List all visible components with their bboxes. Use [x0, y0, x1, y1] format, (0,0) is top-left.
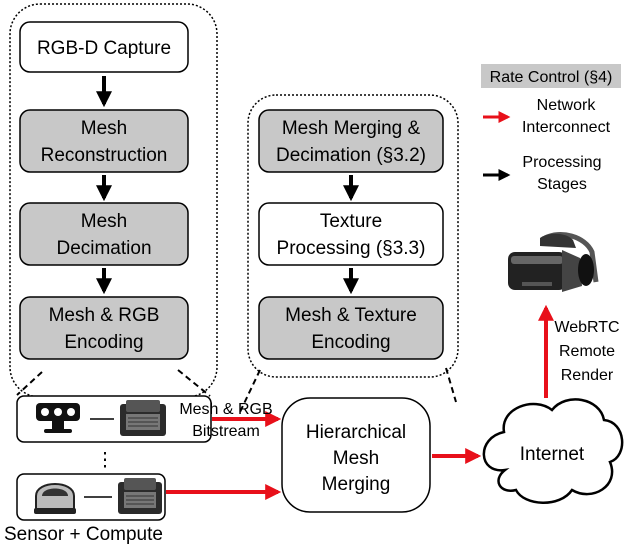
- webrtc-label: Render: [561, 367, 614, 384]
- stage-label: Reconstruction: [41, 145, 168, 166]
- stage-mesh-merging-decimation: Mesh Merging & Decimation (§3.2): [258, 109, 444, 173]
- stage-label: Texture: [320, 211, 382, 232]
- legend-processing-label: Processing: [522, 154, 601, 171]
- stage-label: Mesh Merging &: [282, 118, 421, 139]
- merging-label: Merging: [322, 474, 391, 495]
- stage-label: Encoding: [64, 332, 143, 353]
- vr-headset-icon: [508, 232, 599, 292]
- legend-network-label: Network: [537, 97, 597, 114]
- sensor-box-lidar: [16, 473, 166, 521]
- stage-mesh-texture-encoding: Mesh & Texture Encoding: [258, 296, 444, 360]
- stage-mesh-decimation: Mesh Decimation: [19, 202, 189, 266]
- compute-board-icon: [118, 478, 162, 514]
- stage-label: Decimation: [56, 238, 151, 259]
- stage-label: Processing (§3.3): [277, 238, 426, 259]
- internet-cloud: Internet: [482, 398, 624, 504]
- zoom-line: [445, 367, 457, 403]
- stage-label: Mesh: [81, 118, 127, 139]
- stage-label: Mesh & Texture: [285, 305, 417, 326]
- lidar-sensor-icon: [34, 483, 76, 514]
- stage-mesh-reconstruction: Mesh Reconstruction: [19, 109, 189, 173]
- stage-label: Mesh: [81, 211, 127, 232]
- merging-label: Mesh: [333, 448, 379, 469]
- zoom-line: [16, 371, 43, 396]
- bitstream-label: Mesh & RGB: [179, 401, 272, 418]
- stage-mesh-rgb-encoding: Mesh & RGB Encoding: [19, 296, 189, 360]
- zoom-line: [239, 369, 261, 413]
- legend-processing-label: Stages: [537, 176, 587, 193]
- legend-rate-control-label: Rate Control (§4): [490, 69, 613, 86]
- compute-board-icon: [120, 400, 166, 436]
- middle-pipeline-container: [247, 94, 459, 378]
- stage-label: Encoding: [311, 332, 390, 353]
- merging-label: Hierarchical: [306, 422, 406, 443]
- legend-rate-control-swatch: [481, 64, 621, 88]
- internet-label: Internet: [520, 444, 585, 465]
- rgbd-camera-icon: [36, 403, 80, 433]
- stage-label: Mesh & RGB: [49, 305, 160, 326]
- sensor-box-rgbd: [16, 395, 212, 443]
- webrtc-label: WebRTC: [554, 319, 619, 336]
- sensor-compute-caption: Sensor + Compute: [4, 524, 163, 545]
- stage-texture-processing: Texture Processing (§3.3): [258, 202, 444, 266]
- bitstream-label: Bitstream: [192, 423, 260, 440]
- stage-label: Decimation (§3.2): [276, 145, 426, 166]
- stage-label: RGB-D Capture: [37, 38, 171, 59]
- left-pipeline-container: [9, 3, 218, 398]
- vertical-ellipsis: ⋮: [96, 450, 115, 471]
- legend: Rate Control (§4) Network Interconnect P…: [481, 64, 621, 193]
- legend-network-label: Interconnect: [522, 119, 611, 136]
- hierarchical-mesh-merging-node: Hierarchical Mesh Merging: [281, 397, 431, 513]
- webrtc-label: Remote: [559, 343, 615, 360]
- zoom-line: [177, 369, 211, 397]
- stage-rgbd-capture: RGB-D Capture: [19, 21, 189, 73]
